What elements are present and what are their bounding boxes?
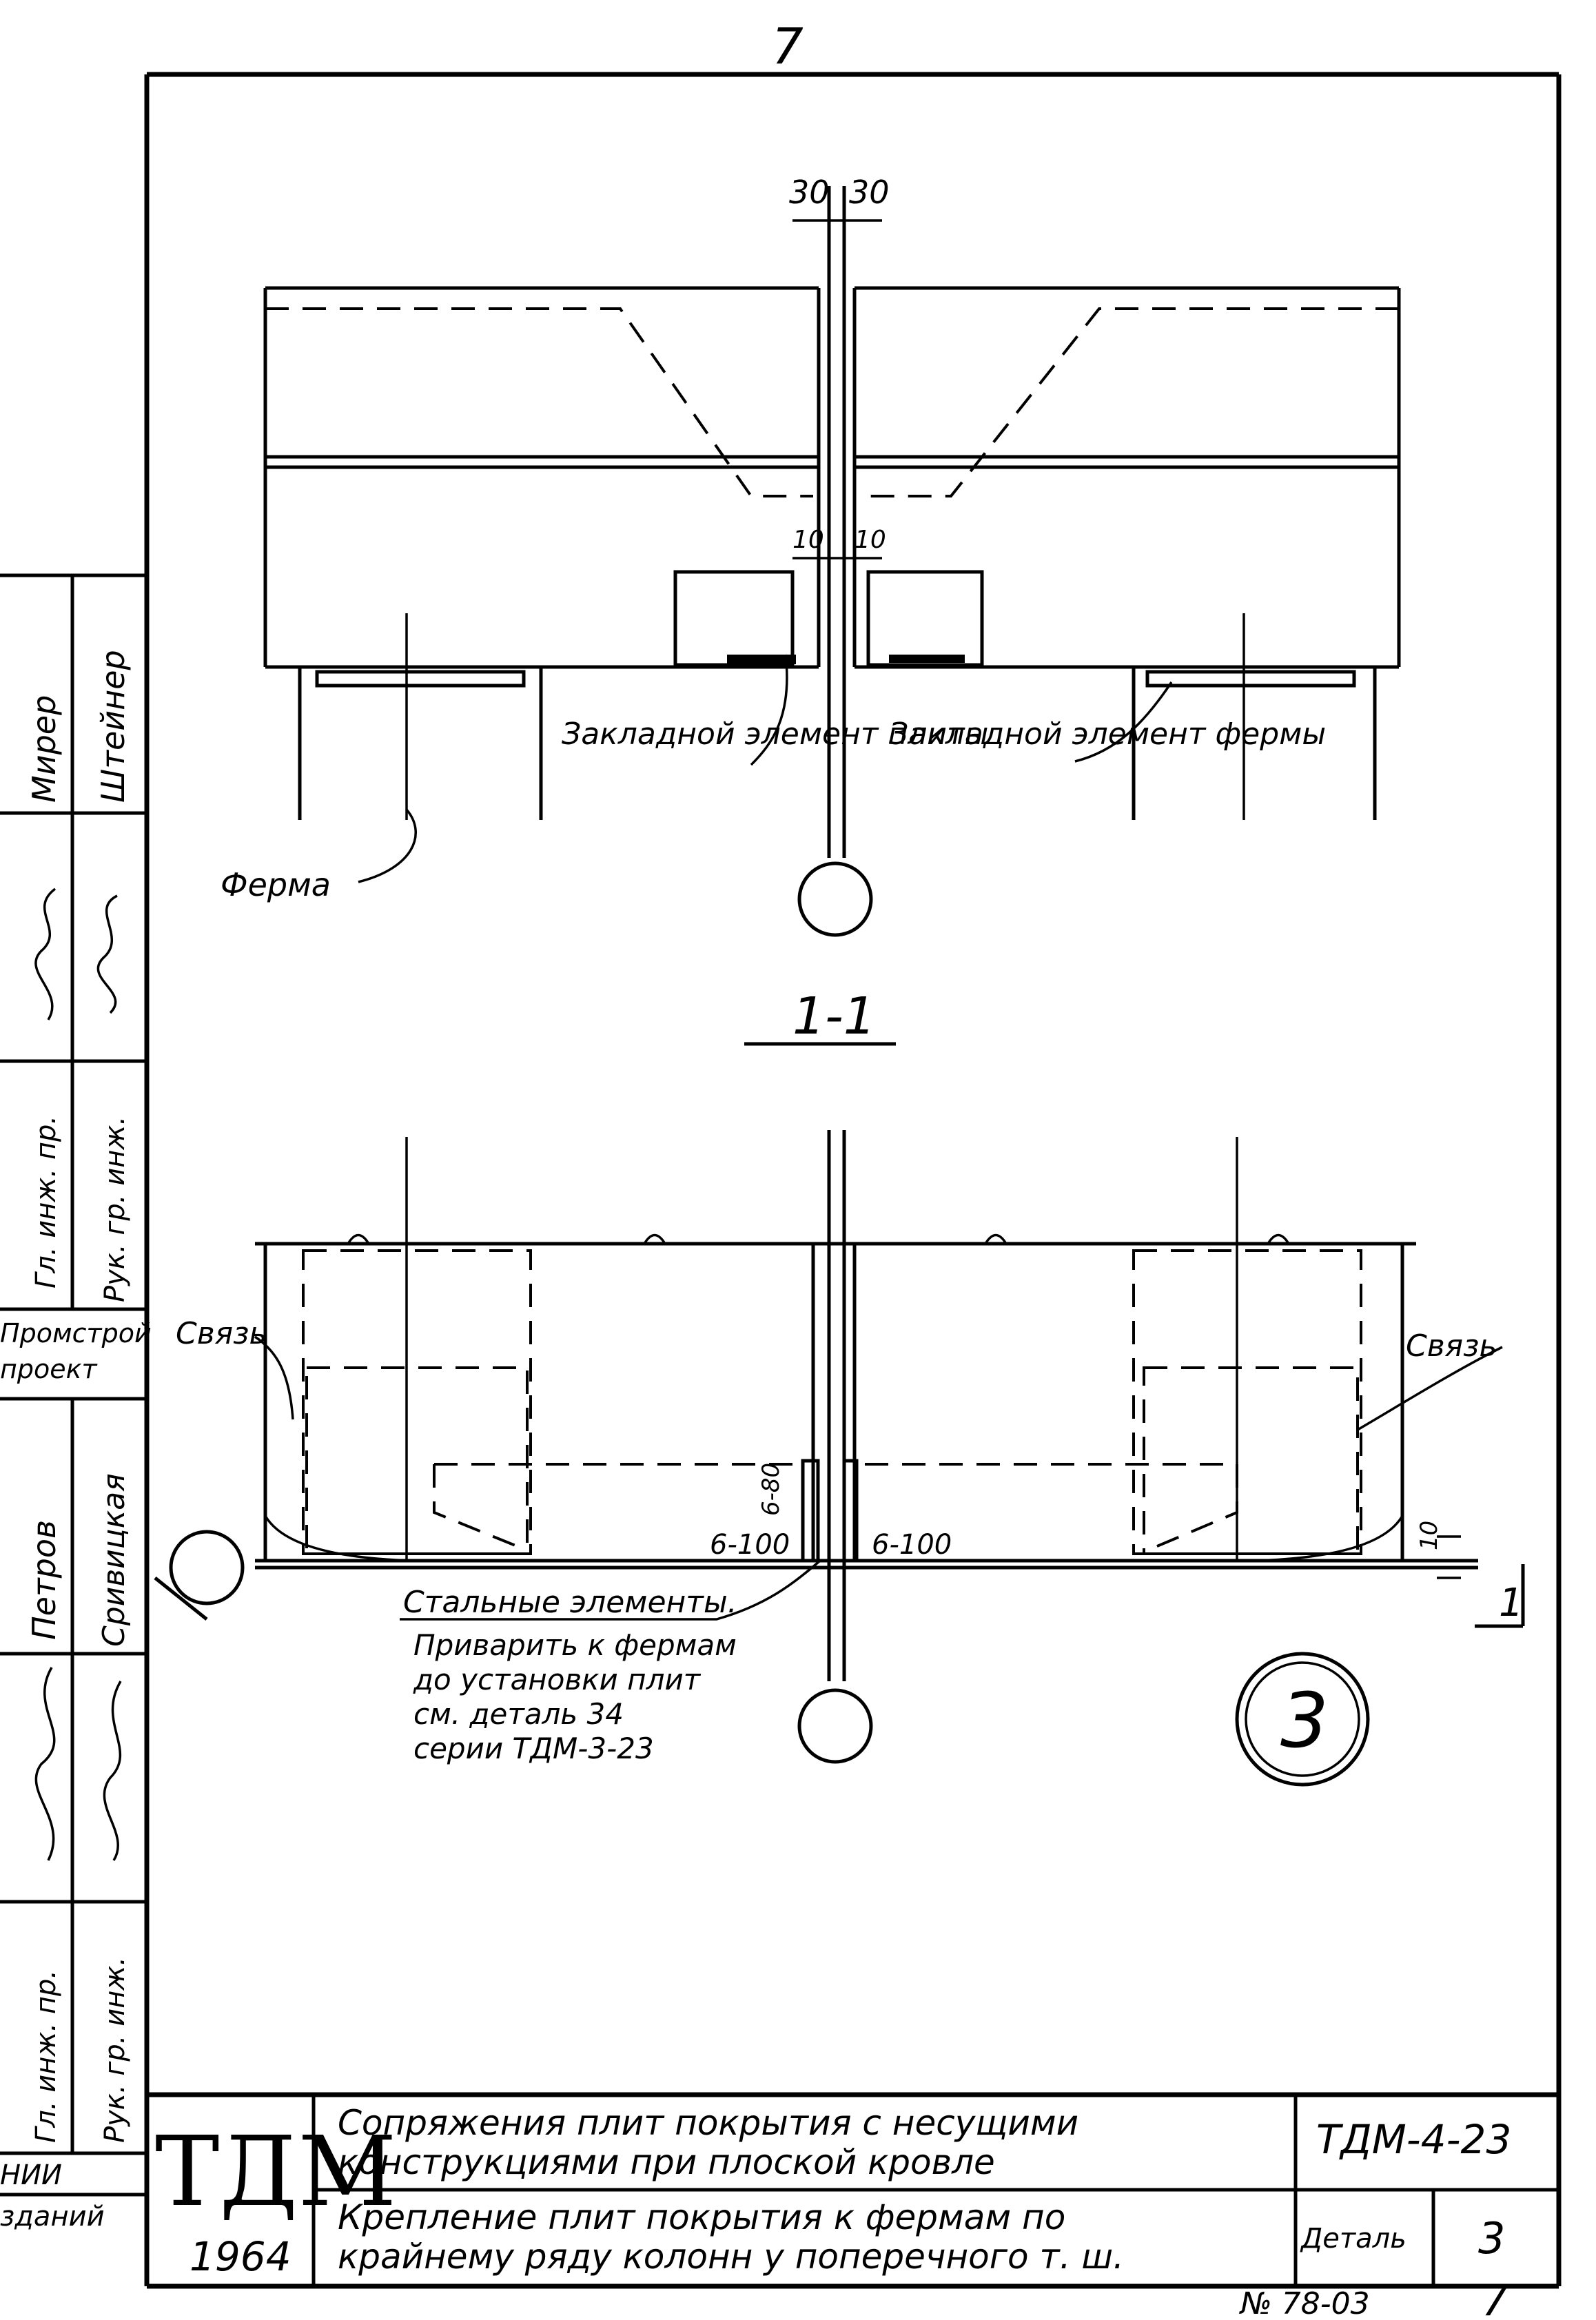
- stamp-name-1: Мирер: [25, 695, 63, 803]
- stamp-role-1: Гл. инж. пр.: [30, 1116, 62, 1289]
- detail-circle: [1235, 1652, 1370, 1787]
- page-number-top: 7: [772, 17, 804, 75]
- side-stamp: [0, 573, 147, 2197]
- dim-left-gap: 30: [789, 174, 830, 211]
- stamp-name-2: Штейнер: [94, 650, 132, 803]
- dim-side: 10: [1415, 1521, 1443, 1550]
- label-plate-embed: Закладной элемент плиты: [562, 717, 988, 752]
- dim-inner-right: 10: [855, 526, 886, 554]
- stamp-org-2: проект: [0, 1354, 99, 1384]
- title-main-line1: Сопряжения плит покрытия с несущими: [338, 2103, 1078, 2143]
- detail-circle-number: 3: [1280, 1676, 1329, 1765]
- stamp-name-3: Петров: [25, 1520, 63, 1640]
- label-truss: Ферма: [221, 866, 331, 903]
- stamp-institute-1: НИИ: [0, 2159, 62, 2191]
- label-tie-right: Связь: [1406, 1328, 1497, 1364]
- title-block: [147, 2092, 1559, 2286]
- dim-inner-left: 10: [792, 526, 824, 554]
- detail-number: 3: [1478, 2213, 1505, 2263]
- stamp-name-4: Сривицкая: [96, 1473, 132, 1647]
- series-code: ТДМ-4-23: [1316, 2116, 1511, 2163]
- section-title: 1-1: [792, 987, 876, 1046]
- stamp-bottom: № 78-03: [1238, 2286, 1370, 2320]
- weld-left: 6-100: [710, 1529, 790, 1561]
- title-year: 1964: [190, 2233, 291, 2280]
- note-line-3: см. деталь 34: [413, 1697, 624, 1731]
- stamp-institute-2: зданий: [0, 2201, 105, 2232]
- stamp-role-4: Рук. гр. инж.: [99, 1957, 131, 2143]
- title-logo: ТДМ: [155, 2116, 397, 2228]
- detail-label: Деталь: [1300, 2223, 1406, 2255]
- label-truss-embed: Закладной элемент фермы: [889, 717, 1326, 752]
- top-elevation-drawing: [263, 186, 1401, 937]
- note-line-2: до установки плит: [413, 1663, 702, 1696]
- stamp-org-1: Промстрой: [0, 1318, 152, 1348]
- note-line-4: серии ТДМ-3-23: [413, 1732, 654, 1765]
- dim-right-gap: 30: [849, 174, 890, 211]
- title-main-line2: конструкциями при плоской кровле: [338, 2142, 995, 2182]
- note-title: Стальные элементы.: [403, 1585, 737, 1620]
- stamp-role-3: Гл. инж. пр.: [30, 1970, 62, 2143]
- title-sub-line1: Крепление плит покрытия к фермам по: [338, 2197, 1065, 2237]
- section-mark: 1: [1499, 1581, 1524, 1625]
- title-sub-line2: крайнему ряду колонн у поперечного т. ш.: [338, 2237, 1124, 2277]
- page-number-bottom: 7: [1482, 2277, 1508, 2320]
- stamp-role-2: Рук. гр. инж.: [99, 1116, 131, 1302]
- weld-vertical: 6-80: [757, 1463, 785, 1516]
- weld-right: 6-100: [872, 1529, 952, 1561]
- sheet-frame: [144, 72, 1562, 2289]
- note-line-1: Приварить к фермам: [413, 1628, 737, 1662]
- bottom-section-drawing: [154, 1130, 1525, 1764]
- label-tie-left: Связь: [176, 1316, 267, 1351]
